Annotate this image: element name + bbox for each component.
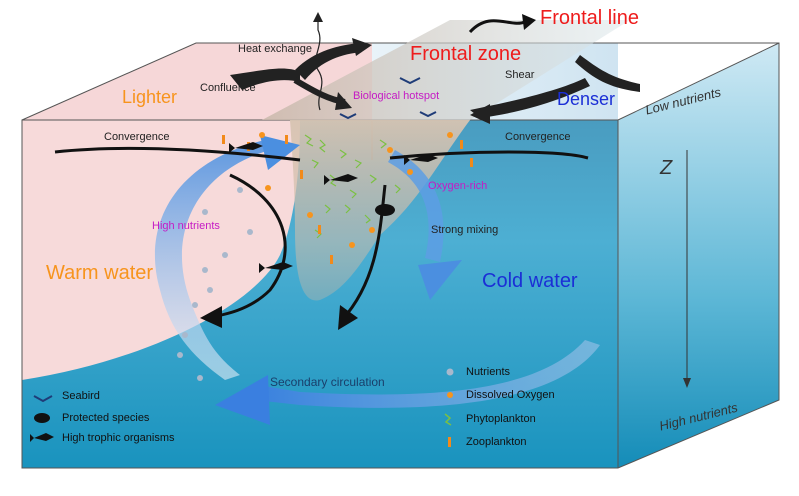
z-axis-label: Z [660, 157, 673, 179]
legend-seabird: Seabird [62, 390, 100, 402]
legend-protected-species: Protected species [62, 412, 150, 424]
turtle-icon [375, 204, 395, 216]
shear-label: Shear [505, 69, 535, 81]
frontal-zone-band [262, 20, 630, 120]
legend-phytoplankton: Phytoplankton [466, 413, 536, 425]
legend-symbols [30, 368, 454, 447]
legend-dissolved-oxygen: Dissolved Oxygen [466, 389, 555, 401]
seabird-icon [33, 395, 53, 403]
high-nutrients-mid-label: High nutrients [152, 220, 220, 232]
blue-arrow-left [154, 140, 270, 380]
oxygen-rich-label: Oxygen-rich [428, 180, 488, 192]
legend-zooplankton: Zooplankton [466, 436, 527, 448]
warm-water-label: Warm water [46, 262, 154, 284]
fish-icons [229, 142, 438, 273]
biological-hotspot-label: Biological hotspot [353, 90, 440, 102]
cold-top-face-left [22, 43, 372, 120]
frontal-line-label: Frontal line [540, 7, 639, 29]
cold-water-label: Cold water [482, 270, 578, 292]
turtle-icon [34, 413, 50, 423]
strong-mixing-label: Strong mixing [431, 224, 499, 236]
nutrient-icon [446, 368, 454, 376]
secondary-circulation-label: Secondary circulation [270, 375, 385, 389]
frontal-zone-label: Frontal zone [410, 43, 522, 65]
seabird-icons [339, 77, 437, 120]
confluence-label: Confluence [200, 82, 256, 94]
phytoplankton-icon [444, 413, 452, 426]
heat-exchange-label: Heat exchange [238, 43, 312, 55]
nutrient-symbols [177, 187, 253, 381]
convergence-left-label: Convergence [104, 131, 170, 143]
zooplankton-icon [448, 437, 451, 447]
convergence-right-label: Convergence [505, 131, 571, 143]
denser-label: Denser [557, 89, 616, 109]
phytoplankton-cluster [304, 134, 401, 239]
blue-arrow-bottom [255, 340, 600, 408]
oxygen-icon [447, 392, 453, 398]
fish-icon [30, 433, 54, 442]
legend-high-trophic: High trophic organisms [62, 432, 175, 444]
legend-nutrients: Nutrients [466, 366, 511, 378]
right-side-face [618, 43, 779, 468]
lighter-label: Lighter [122, 87, 178, 107]
oxygen-dots [259, 132, 453, 248]
blue-arrow-right [388, 150, 444, 262]
